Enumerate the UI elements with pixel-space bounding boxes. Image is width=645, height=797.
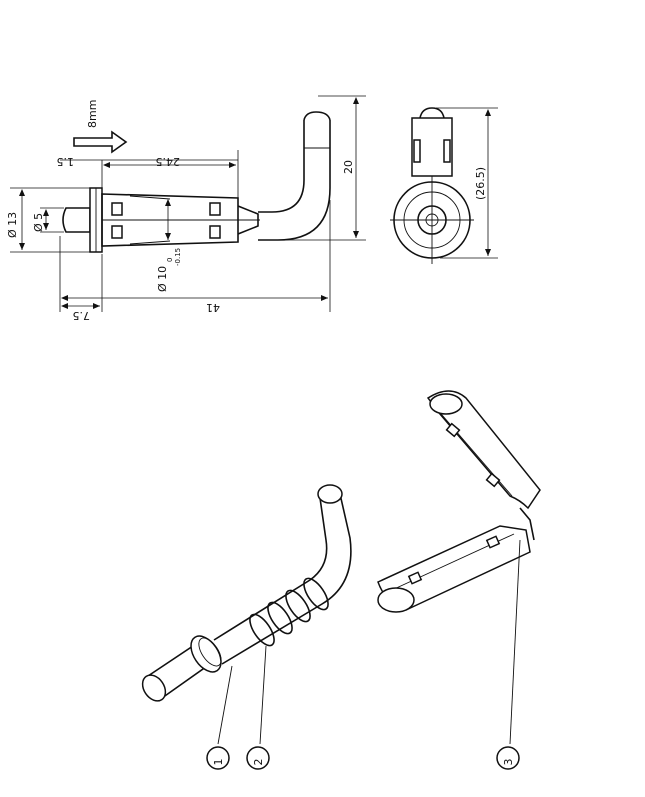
tip-offset-label: 7.5 xyxy=(73,309,91,322)
overall-length-label: 41 xyxy=(206,301,220,314)
callout-3: 3 xyxy=(496,746,520,770)
end-view: (26.5) xyxy=(390,107,498,264)
pin-isometric xyxy=(141,484,352,745)
callout-1-label: 1 xyxy=(212,759,225,766)
side-view: 8mm 1.5 24.5 Ø 13 Ø 5 Ø 10 0 -0.15 20 xyxy=(6,95,366,322)
head-diameter-label: Ø 13 xyxy=(6,212,19,238)
body-diameter-label: Ø 10 xyxy=(156,266,169,292)
body-tolerance-upper: 0 xyxy=(166,258,174,262)
stroke-label: 8mm xyxy=(86,100,99,128)
tip-diameter-label: Ø 5 xyxy=(32,213,45,232)
body-tolerance-lower: -0.15 xyxy=(174,248,182,266)
callout-2: 2 xyxy=(246,746,270,770)
callout-1: 1 xyxy=(206,746,230,770)
body-length-label: 24.5 xyxy=(156,155,181,168)
end-height-label: (26.5) xyxy=(474,167,487,200)
head-thickness-label: 1.5 xyxy=(57,155,75,168)
callout-3-label: 3 xyxy=(502,759,515,766)
housing-isometric xyxy=(377,390,541,745)
bend-height-label: 20 xyxy=(342,160,355,174)
callout-2-label: 2 xyxy=(252,759,265,766)
